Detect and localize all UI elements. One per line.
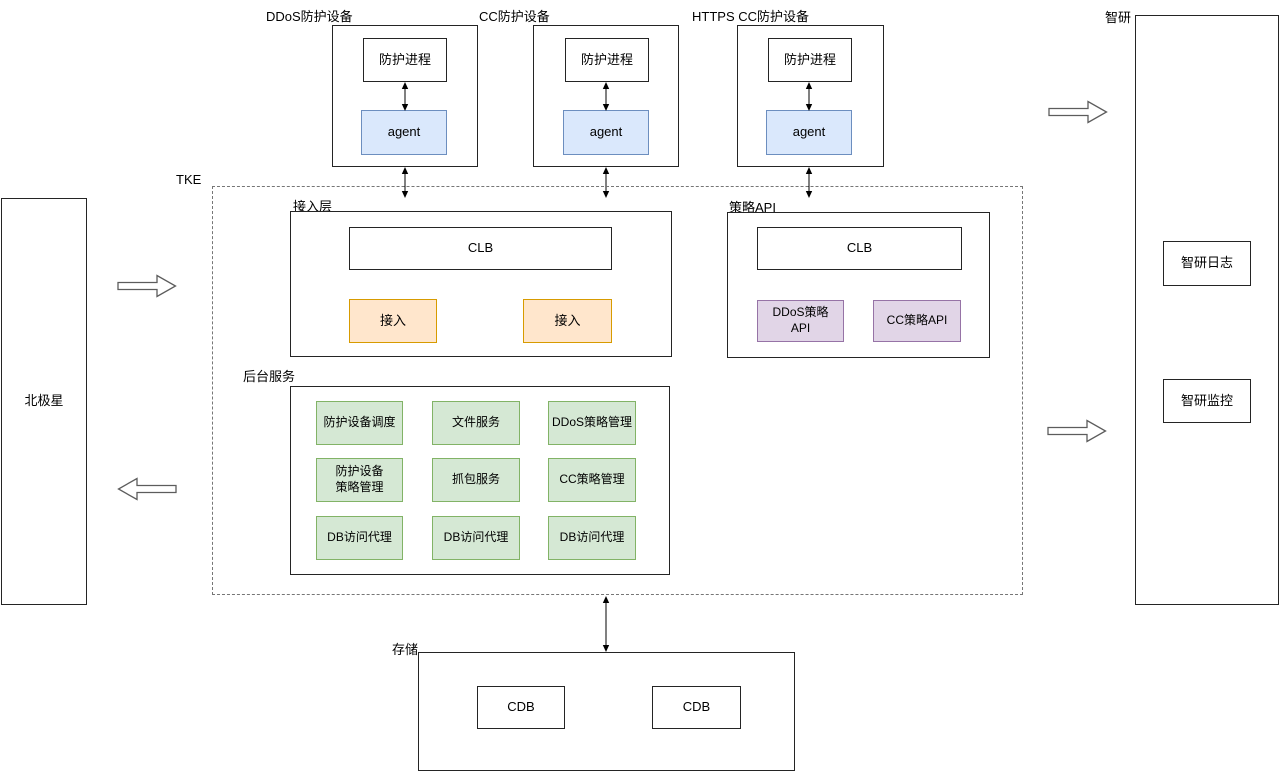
device-title-cc: CC防护设备 — [479, 9, 550, 24]
zhiyan-box — [1135, 15, 1279, 605]
block-arrow-left-icon — [117, 477, 177, 501]
service-box: 防护设备调度 — [316, 401, 403, 445]
agent-box-ddos: agent — [361, 110, 447, 155]
updown-arrow-icon — [602, 82, 610, 111]
policy-clb-box: CLB — [757, 227, 962, 270]
service-box: DB访问代理 — [548, 516, 636, 560]
updown-arrow-icon — [805, 167, 813, 198]
cdb-box: CDB — [652, 686, 741, 729]
policy-api-label: 策略API — [729, 200, 776, 215]
polaris-box: 北极星 — [1, 198, 87, 605]
zhiyan-monitor-box: 智研监控 — [1163, 379, 1251, 423]
process-box-cc: 防护进程 — [565, 38, 649, 82]
service-box: CC策略管理 — [548, 458, 636, 502]
process-box-https-cc: 防护进程 — [768, 38, 852, 82]
storage-label: 存储 — [392, 642, 419, 657]
agent-box-cc: agent — [563, 110, 649, 155]
device-title-ddos: DDoS防护设备 — [266, 9, 353, 24]
cdb-box: CDB — [477, 686, 565, 729]
access-clb-box: CLB — [349, 227, 612, 270]
agent-box-https-cc: agent — [766, 110, 852, 155]
access-node-box: 接入 — [523, 299, 612, 343]
backend-label: 后台服务 — [243, 369, 296, 384]
updown-arrow-icon — [401, 82, 409, 111]
updown-arrow-icon — [602, 167, 610, 198]
updown-arrow-icon — [401, 167, 409, 198]
ddos-policy-api-box: DDoS策略 API — [757, 300, 844, 342]
service-box: DDoS策略管理 — [548, 401, 636, 445]
zhiyan-label: 智研 — [1105, 10, 1132, 25]
service-box: DB访问代理 — [432, 516, 520, 560]
device-title-https-cc: HTTPS CC防护设备 — [692, 9, 810, 24]
service-box: DB访问代理 — [316, 516, 403, 560]
service-box: 防护设备 策略管理 — [316, 458, 403, 502]
updown-arrow-icon — [805, 82, 813, 111]
block-arrow-right-icon — [1047, 419, 1107, 443]
block-arrow-right-icon — [1048, 100, 1108, 124]
process-box-ddos: 防护进程 — [363, 38, 447, 82]
cc-policy-api-box: CC策略API — [873, 300, 961, 342]
tke-label: TKE — [176, 172, 202, 187]
service-box: 文件服务 — [432, 401, 520, 445]
updown-arrow-icon — [602, 596, 610, 652]
zhiyan-log-box: 智研日志 — [1163, 241, 1251, 286]
access-node-box: 接入 — [349, 299, 437, 343]
tke-dashed-container — [212, 186, 1023, 595]
block-arrow-right-icon — [117, 274, 177, 298]
service-box: 抓包服务 — [432, 458, 520, 502]
access-layer-label: 接入层 — [293, 199, 333, 214]
